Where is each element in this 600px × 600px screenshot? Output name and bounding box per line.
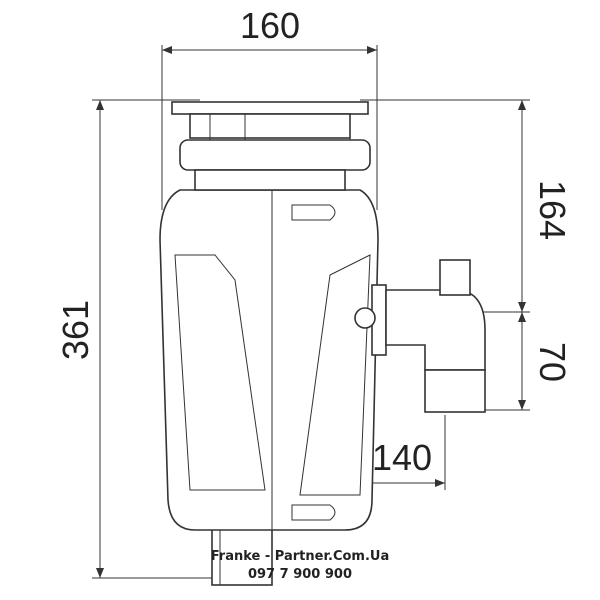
watermark-phone: 097 7 900 900 xyxy=(248,567,352,582)
watermark-site: Franke - Partner.Com.Ua xyxy=(211,549,389,564)
dimension-160 xyxy=(161,45,378,210)
bottom-stub xyxy=(211,524,273,586)
dimension-361 xyxy=(92,99,215,579)
label-164: 164 xyxy=(532,180,573,240)
dimension-70 xyxy=(485,312,530,411)
label-70: 70 xyxy=(532,342,573,382)
label-140: 140 xyxy=(372,437,432,478)
label-160: 160 xyxy=(240,5,300,46)
label-361: 361 xyxy=(55,300,96,360)
outlet-pipe xyxy=(354,259,486,413)
disposer-body xyxy=(159,189,379,531)
mount-assembly xyxy=(171,101,371,191)
